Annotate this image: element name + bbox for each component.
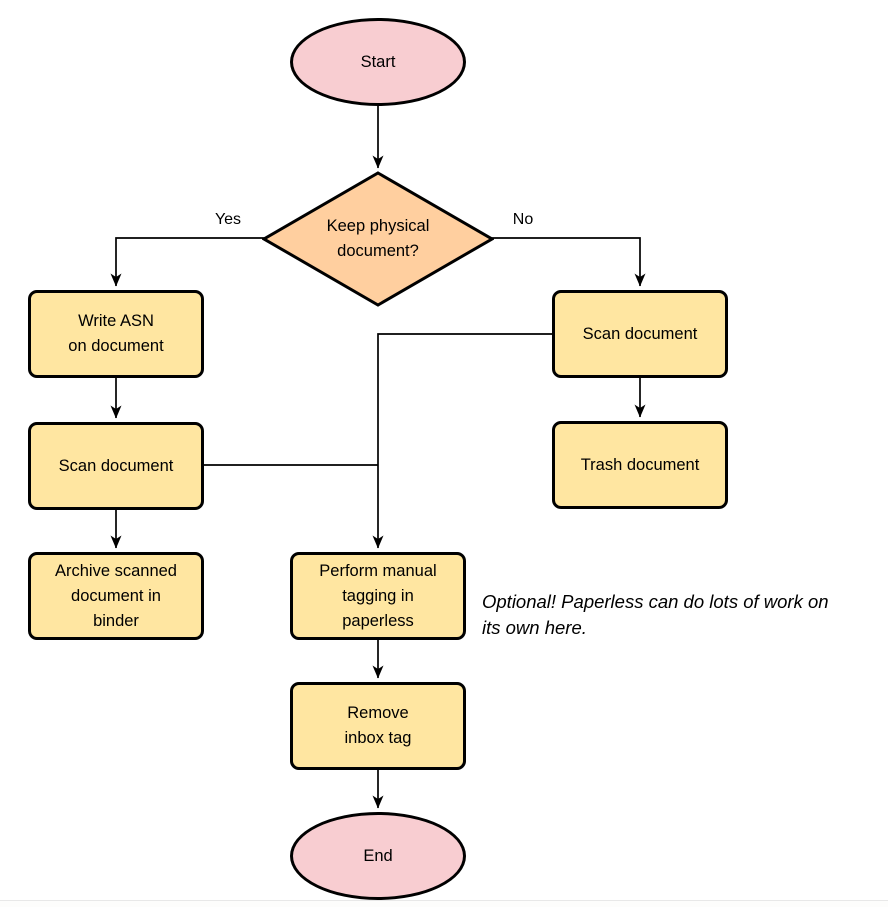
node-end: End [290,812,466,900]
node-scan-document-left: Scan document [28,422,204,510]
node-start: Start [290,18,466,106]
viewport-bottom-fill [0,901,888,907]
decision-diamond-shape [262,171,494,307]
node-decision: Keep physical document? [262,171,494,307]
edge-label-yes: Yes [214,211,242,228]
edge-label-no: No [512,211,534,228]
decision-label: Keep physical document? [326,217,430,260]
node-trash-document: Trash document [552,421,728,509]
edge-decision-yes-to-write-asn [110,237,265,287]
node-manual-tagging: Perform manual tagging in paperless [290,552,466,640]
edge-decision-no-to-scan-right [491,237,646,287]
edge-scan-right-to-tagging [372,333,552,549]
optional-annotation: Optional! Paperless can do lots of work … [482,591,829,638]
viewport-bottom-edge [0,900,888,901]
node-archive-binder: Archive scanned document in binder [28,552,204,640]
node-remove-inbox-tag: Remove inbox tag [290,682,466,770]
node-write-asn: Write ASN on document [28,290,204,378]
node-scan-document-right: Scan document [552,290,728,378]
